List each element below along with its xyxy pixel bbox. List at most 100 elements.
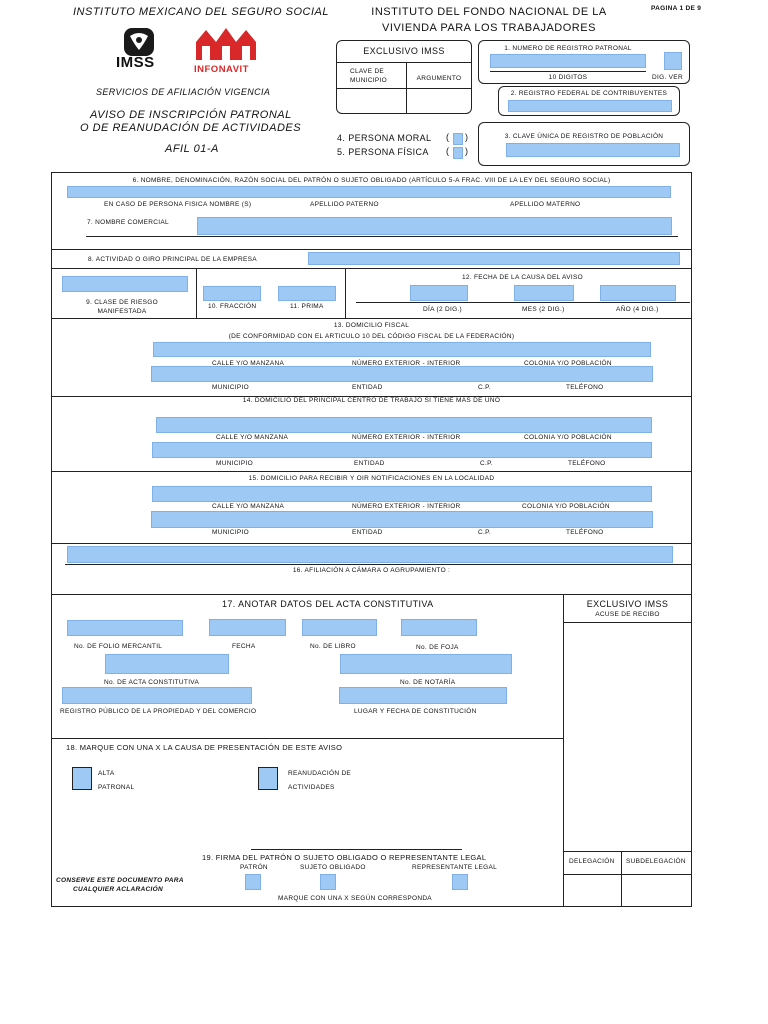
curp-field[interactable] — [506, 143, 680, 157]
folio-label: No. DE FOLIO MERCANTIL — [74, 643, 163, 650]
representante-checkbox[interactable] — [452, 874, 468, 890]
fiscal-telefono-label: TELÉFONO — [566, 384, 604, 391]
fiscal-calle-label: CALLE Y/O MANZANA — [212, 360, 285, 367]
acta-constitutiva-field[interactable] — [105, 654, 229, 674]
reanudacion-label-1: REANUDACIÓN DE — [288, 770, 352, 777]
mes-field[interactable] — [514, 285, 574, 301]
s14-title: 14. DOMICILIO DEL PRINCIPAL CENTRO DE TR… — [242, 397, 501, 404]
libro-field[interactable] — [302, 619, 377, 636]
fiscal-municipio-field[interactable] — [151, 366, 653, 382]
trabajo-municipio-label: MUNICIPIO — [216, 460, 254, 467]
registro-patronal-box — [478, 40, 690, 84]
representante-label: REPRESENTANTE LEGAL — [412, 864, 498, 871]
lugar-fecha-field[interactable] — [339, 687, 507, 704]
acuse-title: EXCLUSIVO IMSS — [586, 599, 669, 609]
mes-label: MES (2 DIG.) — [522, 306, 565, 313]
dia-field[interactable] — [410, 285, 468, 301]
foja-label: No. DE FOJA — [416, 644, 459, 651]
trabajo-municipio-field[interactable] — [152, 442, 652, 458]
trabajo-colonia-label: COLONIA Y/O POBLACIÓN — [524, 434, 612, 441]
libro-label: No. DE LIBRO — [310, 643, 356, 650]
infonavit-name-2: VIVIENDA PARA LOS TRABAJADORES — [382, 22, 596, 34]
s13-note: (DE CONFORMIDAD CON EL ARTICULO 10 DEL C… — [228, 333, 515, 340]
notif-telefono-label: TELÉFONO — [566, 529, 604, 536]
fecha-label: FECHA — [232, 643, 256, 650]
patron-label: PATRÓN — [240, 864, 268, 871]
trabajo-calle-field[interactable] — [156, 417, 652, 433]
exclusivo-imss-box — [336, 40, 472, 114]
anio-field[interactable] — [600, 285, 676, 301]
registro-patronal-title: 1. NUMERO DE REGISTRO PATRONAL — [504, 45, 632, 52]
notif-numero-label: NÚMERO EXTERIOR - INTERIOR — [352, 503, 461, 510]
notif-cp-label: C.P. — [478, 529, 492, 536]
subdelegacion-label: SUBDELEGACIÓN — [626, 858, 686, 865]
afiliacion-camara-field[interactable] — [67, 546, 673, 563]
rfc-field[interactable] — [508, 100, 672, 112]
nombre-fisica-label: EN CASO DE PERSONA FISICA NOMBRE (S) — [104, 201, 252, 208]
razon-social-field[interactable] — [67, 186, 671, 198]
curp-box — [478, 122, 690, 166]
persona-moral-checkbox[interactable] — [453, 133, 463, 145]
s13-title: 13. DOMICILIO FISCAL — [333, 322, 410, 329]
reanudacion-checkbox[interactable] — [258, 767, 278, 790]
infonavit-name-1: INSTITUTO DEL FONDO NACIONAL DE LA — [371, 6, 607, 18]
anio-label: AÑO (4 DIG.) — [616, 306, 659, 313]
imss-name: INSTITUTO MEXICANO DEL SEGURO SOCIAL — [73, 6, 329, 18]
s18-title: 18. MARQUE CON UNA X LA CAUSA DE PRESENT… — [66, 743, 343, 752]
fraccion-field[interactable] — [203, 286, 261, 301]
exclusivo-title: EXCLUSIVO IMSS — [363, 46, 445, 56]
s10-label: 10. FRACCIÓN — [208, 303, 257, 310]
clave-municipio-label: CLAVE DE MUNICIPIO — [350, 68, 388, 84]
s15-title: 15. DOMICILIO PARA RECIBIR Y OIR NOTIFIC… — [248, 475, 495, 482]
fecha-acta-field[interactable] — [209, 619, 286, 636]
conserve-line-2: CUALQUIER ACLARACIÓN — [73, 886, 163, 893]
s12-title: 12. FECHA DE LA CAUSA DEL AVISO — [462, 274, 583, 281]
form-code: AFIL 01-A — [165, 143, 219, 155]
clase-riesgo-field[interactable] — [62, 276, 188, 292]
service-label: SERVICIOS DE AFILIACIÓN VIGENCIA — [96, 87, 271, 97]
s11-label: 11. PRIMA — [290, 303, 324, 310]
actividad-field[interactable] — [308, 252, 680, 265]
trabajo-entidad-label: ENTIDAD — [354, 460, 385, 467]
delegacion-label: DELEGACIÓN — [569, 858, 615, 865]
fiscal-colonia-label: COLONIA Y/O POBLACIÓN — [524, 360, 612, 367]
alta-patronal-checkbox[interactable] — [72, 767, 92, 790]
rfc-box — [498, 86, 680, 116]
s16-title: 16. AFILIACIÓN A CÁMARA O AGRUPAMIENTO : — [292, 567, 451, 574]
persona-fisica-checkbox[interactable] — [453, 147, 463, 159]
fiscal-calle-field[interactable] — [153, 342, 651, 357]
s9-label: 9. CLASE DE RIESGO MANIFESTADA — [86, 299, 158, 315]
notaria-label: No. DE NOTARÍA — [400, 679, 456, 686]
notaria-field[interactable] — [340, 654, 512, 674]
notif-calle-label: CALLE Y/O MANZANA — [212, 503, 285, 510]
fiscal-cp-label: C.P. — [478, 384, 492, 391]
foja-field[interactable] — [401, 619, 477, 636]
persona-moral-label: 4. PERSONA MORAL — [337, 133, 432, 143]
nombre-comercial-field[interactable] — [197, 217, 672, 235]
form-title-1: AVISO DE INSCRIPCIÓN PATRONAL — [90, 109, 292, 121]
imss-eagle-logo — [114, 26, 164, 76]
rfc-title: 2. REGISTRO FEDERAL DE CONTRIBUYENTES — [510, 90, 668, 97]
s17-title: 17. ANOTAR DATOS DEL ACTA CONSTITUTIVA — [222, 599, 434, 609]
argumento-label: ARGUMENTO — [416, 75, 462, 82]
prima-field[interactable] — [278, 286, 336, 301]
patron-checkbox[interactable] — [245, 874, 261, 890]
persona-fisica-label: 5. PERSONA FÍSICA — [337, 147, 429, 157]
apellido-materno-label: APELLIDO MATERNO — [510, 201, 581, 208]
notif-municipio-field[interactable] — [151, 511, 653, 528]
conserve-line-1: CONSERVE ESTE DOCUMENTO PARA — [56, 877, 184, 884]
digito-verificador-field[interactable] — [664, 52, 682, 70]
fiscal-numero-label: NÚMERO EXTERIOR - INTERIOR — [352, 360, 461, 367]
registro-patronal-field[interactable] — [490, 54, 646, 68]
firma-line — [251, 849, 462, 850]
fiscal-entidad-label: ENTIDAD — [352, 384, 383, 391]
sujeto-checkbox[interactable] — [320, 874, 336, 890]
folio-mercantil-field[interactable] — [67, 620, 183, 636]
alta-label-1: ALTA — [98, 770, 115, 777]
apellido-paterno-label: APELLIDO PATERNO — [310, 201, 379, 208]
notif-calle-field[interactable] — [152, 486, 652, 502]
fiscal-municipio-label: MUNICIPIO — [212, 384, 250, 391]
lugar-fecha-label: LUGAR Y FECHA DE CONSTITUCIÓN — [354, 708, 477, 715]
registro-publico-field[interactable] — [62, 687, 252, 704]
marque-label: MARQUE CON UNA X SEGÚN CORRESPONDA — [278, 895, 432, 902]
